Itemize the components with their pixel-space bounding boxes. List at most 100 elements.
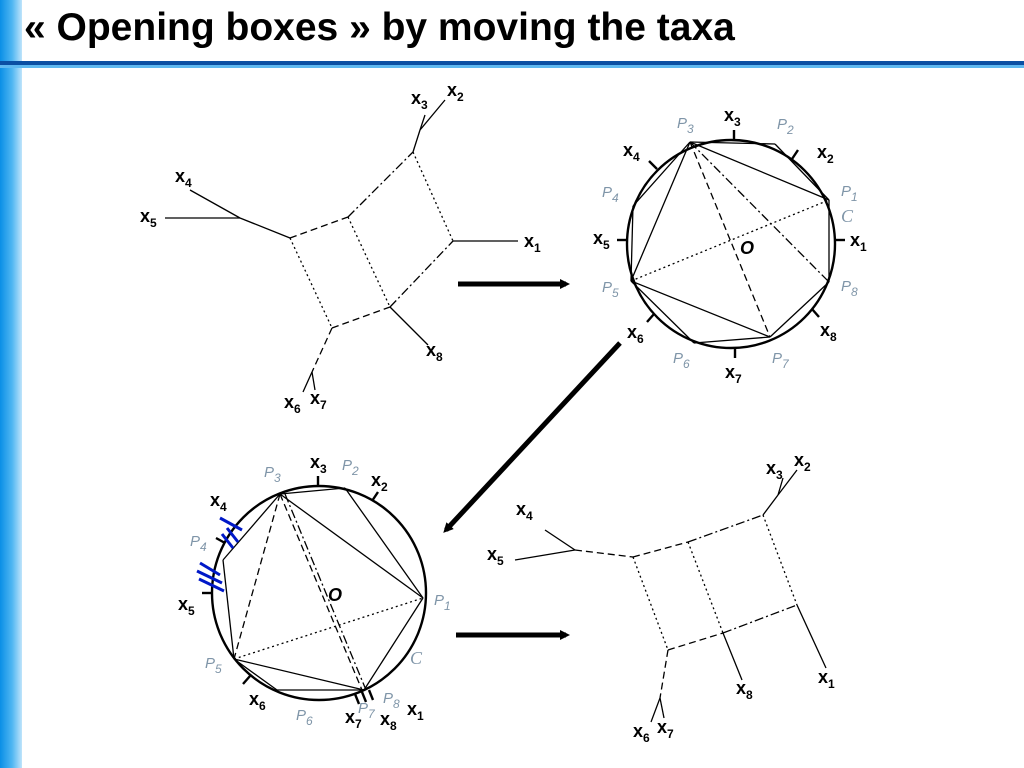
c1-label-x1: x1 [850, 230, 867, 254]
c1-label-x8: x8 [820, 320, 837, 344]
net1-box-edge [389, 240, 454, 308]
net1-edge-x4x5 [239, 217, 291, 239]
net1-leaf-x8 [389, 306, 429, 346]
c2-label-P8: P8 [383, 690, 400, 711]
net1-edge-x6x7 [311, 327, 333, 373]
c2-center-label: O [328, 585, 342, 605]
net2-leaf-x4 [544, 529, 576, 551]
circle1-outline [625, 138, 837, 350]
c1-label-P6: P6 [673, 350, 690, 371]
net1-label-x2: x2 [447, 80, 464, 104]
net2-edge-x2x3 [762, 494, 779, 516]
net2-box-edge [762, 514, 798, 606]
split-network-initial [165, 99, 518, 393]
net1-label-x7: x7 [310, 388, 327, 412]
c2-label-x8: x8 [380, 709, 397, 733]
c2-label-P6: P6 [296, 707, 313, 728]
net2-leaf-x8 [722, 632, 743, 681]
c2-label-x6: x6 [249, 689, 266, 713]
circle1-ticks [617, 130, 845, 358]
net1-label-x1: x1 [524, 231, 541, 255]
c1-label-P2: P2 [777, 116, 794, 137]
c2-label-P5: P5 [205, 655, 222, 676]
c2-label-x1: x1 [407, 699, 424, 723]
net2-label-x6: x6 [633, 721, 650, 745]
net1-label-x8: x8 [426, 340, 443, 364]
net1-box-edge [412, 151, 454, 242]
c1-label-x2: x2 [817, 142, 834, 166]
net1-leaf-x4 [189, 189, 241, 219]
c1-label-P8: P8 [841, 278, 858, 299]
split-network-opened [514, 469, 827, 723]
c2-label-P1: P1 [434, 592, 451, 613]
circle2-diagonals [233, 493, 424, 691]
c2-label-x7: x7 [345, 707, 362, 731]
c2-label-x2: x2 [371, 470, 388, 494]
net2-leaf-x2 [777, 469, 798, 496]
net1-leaf-x3 [419, 114, 426, 131]
title-rule-light [0, 65, 1024, 68]
net1-leaf-x6 [302, 371, 313, 393]
net2-edge-x4x5 [574, 549, 634, 558]
net2-leaf-x3 [777, 477, 784, 496]
net2-box-edge [632, 556, 669, 651]
net2-box-edge [667, 632, 724, 651]
c2-label-P3: P3 [264, 464, 281, 485]
net2-box-edge [687, 514, 764, 543]
c2-label-P7: P7 [358, 700, 376, 721]
c1-label-x7: x7 [725, 362, 742, 386]
net2-edge-x6x7 [659, 649, 669, 699]
c1-label-x3: x3 [724, 105, 741, 129]
circle1-polygon [630, 141, 830, 344]
net2-label-x8: x8 [736, 678, 753, 702]
c2-label-P4: P4 [190, 533, 207, 554]
net1-leaf-x7 [311, 371, 316, 391]
circle1-labels: x3 x2 x1 x8 x7 x6 x5 x4 P3 P2 P1 P8 P7 P… [593, 105, 867, 386]
circle2-polygon [222, 487, 424, 691]
net1-box-edge [289, 237, 333, 329]
net2-label-x5: x5 [487, 544, 504, 568]
circle2-ticks [202, 476, 379, 705]
net2-box-edge [632, 541, 689, 558]
circle-diagram-moved [196, 476, 428, 705]
c1-label-P3: P3 [677, 115, 694, 136]
net2-labels: x3 x2 x4 x5 x1 x8 x6 x7 [487, 450, 835, 745]
title-rule-dark [0, 61, 1024, 65]
net2-label-x3: x3 [766, 458, 783, 482]
net2-leaf-x6 [650, 697, 661, 723]
c2-label-x5: x5 [178, 594, 195, 618]
circle-diagram-initial [617, 130, 845, 358]
circle2-outline [210, 484, 428, 702]
net1-box-edge [289, 216, 349, 239]
net2-label-x4: x4 [516, 499, 533, 523]
c1-circle-label: C [841, 206, 854, 226]
net1-box-edge [347, 151, 414, 218]
net1-box-edge [331, 306, 391, 329]
net2-box-edge [722, 604, 798, 634]
arrow-diagonal [443, 341, 622, 533]
c1-center-label: O [740, 238, 754, 258]
c1-label-P5: P5 [602, 279, 619, 300]
net1-label-x4: x4 [175, 166, 192, 190]
c2-circle-label: C [410, 648, 423, 668]
slide-title: « Opening boxes » by moving the taxa [24, 6, 735, 49]
c1-label-x4: x4 [623, 140, 640, 164]
net1-label-x6: x6 [284, 392, 301, 416]
net2-leaf-x5 [514, 549, 576, 561]
net2-label-x2: x2 [794, 450, 811, 474]
net1-labels: x3 x2 x4 x5 x1 x8 x6 x7 [140, 80, 541, 416]
c1-label-x6: x6 [627, 322, 644, 346]
c1-label-P1: P1 [841, 183, 858, 204]
net1-box-edge [347, 216, 391, 308]
c2-label-x4: x4 [210, 490, 227, 514]
net1-leaf-x2 [419, 99, 446, 131]
c2-label-x3: x3 [310, 452, 327, 476]
net2-label-x1: x1 [818, 667, 835, 691]
side-accent-bar [0, 0, 22, 768]
c1-label-x5: x5 [593, 228, 610, 252]
net2-leaf-x7 [659, 697, 665, 719]
net2-label-x7: x7 [657, 717, 674, 741]
net1-label-x5: x5 [140, 206, 157, 230]
c1-label-P7: P7 [772, 350, 790, 371]
